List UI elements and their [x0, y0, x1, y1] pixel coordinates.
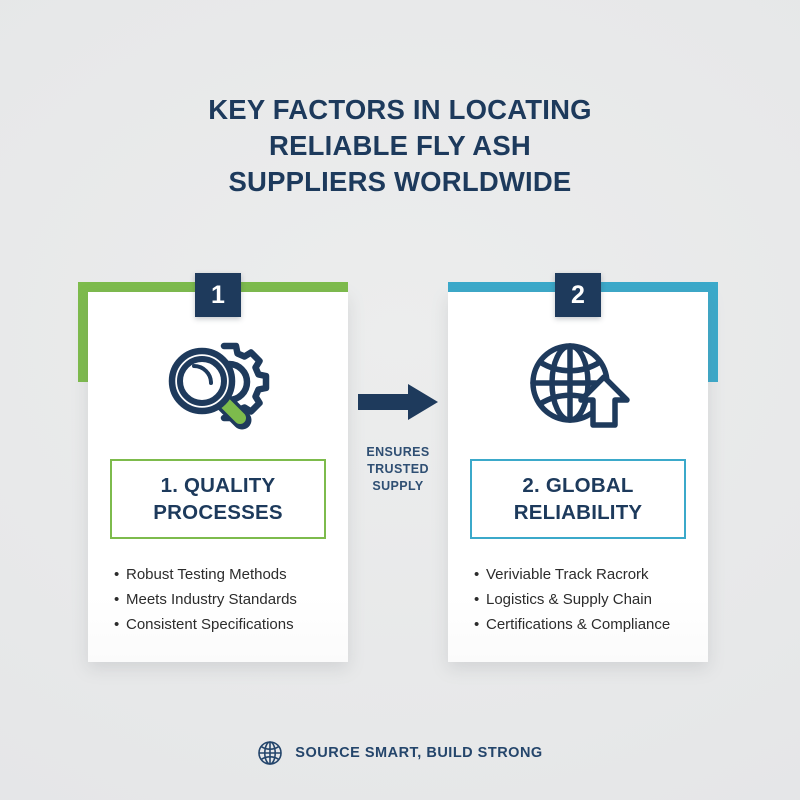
card-body: 2 2. GLOBAL RELIABILI: [448, 273, 708, 662]
globe-arrow-up-icon: [448, 332, 708, 442]
page-title-line-2: RELIABLE FLY ASH: [269, 130, 531, 161]
card-title-line-1: 1. QUALITY: [160, 474, 276, 497]
card-quality-processes[interactable]: 1: [78, 273, 348, 662]
card-number-badge: 1: [195, 273, 241, 317]
magnifier-gear-icon: [88, 332, 348, 442]
list-item: Consistent Specifications: [114, 612, 344, 637]
card-bullet-list: Veriviable Track Racrork Logistics & Sup…: [474, 562, 704, 637]
arrow-right-icon: [358, 384, 438, 420]
list-item: Certifications & Compliance: [474, 612, 704, 637]
connector-label-line-2: TRUSTED: [367, 462, 429, 476]
globe-icon: [258, 741, 283, 765]
list-item: Veriviable Track Racrork: [474, 562, 704, 587]
footer: SOURCE SMART, BUILD STRONG: [0, 740, 800, 766]
card-bullet-list: Robust Testing Methods Meets Industry St…: [114, 562, 344, 637]
card-title-box: 1. QUALITY PROCESSES: [110, 459, 326, 539]
page-title-line-1: KEY FACTORS IN LOCATING: [208, 94, 592, 125]
card-title-box: 2. GLOBAL RELIABILITY: [470, 459, 686, 539]
card-body: 1: [88, 273, 348, 662]
list-item: Robust Testing Methods: [114, 562, 344, 587]
card-number-badge: 2: [555, 273, 601, 317]
card-title-line-2: RELIABILITY: [513, 501, 643, 524]
connector-label-line-1: ENSURES: [366, 445, 430, 459]
card-title-line-1: 2. GLOBAL: [522, 474, 634, 497]
connector-label-line-3: SUPPLY: [372, 479, 424, 493]
page-title-line-3: SUPPLIERS WORLDWIDE: [228, 166, 572, 197]
page-title: KEY FACTORS IN LOCATING RELIABLE FLY ASH…: [0, 92, 800, 200]
connector: ENSURES TRUSTED SUPPLY: [352, 382, 444, 495]
card-title-line-2: PROCESSES: [153, 501, 283, 524]
card-global-reliability[interactable]: 2 2. GLOBAL RELIABILI: [448, 273, 718, 662]
list-item: Meets Industry Standards: [114, 587, 344, 612]
list-item: Logistics & Supply Chain: [474, 587, 704, 612]
connector-label: ENSURES TRUSTED SUPPLY: [352, 444, 444, 495]
footer-tagline: SOURCE SMART, BUILD STRONG: [295, 745, 543, 761]
